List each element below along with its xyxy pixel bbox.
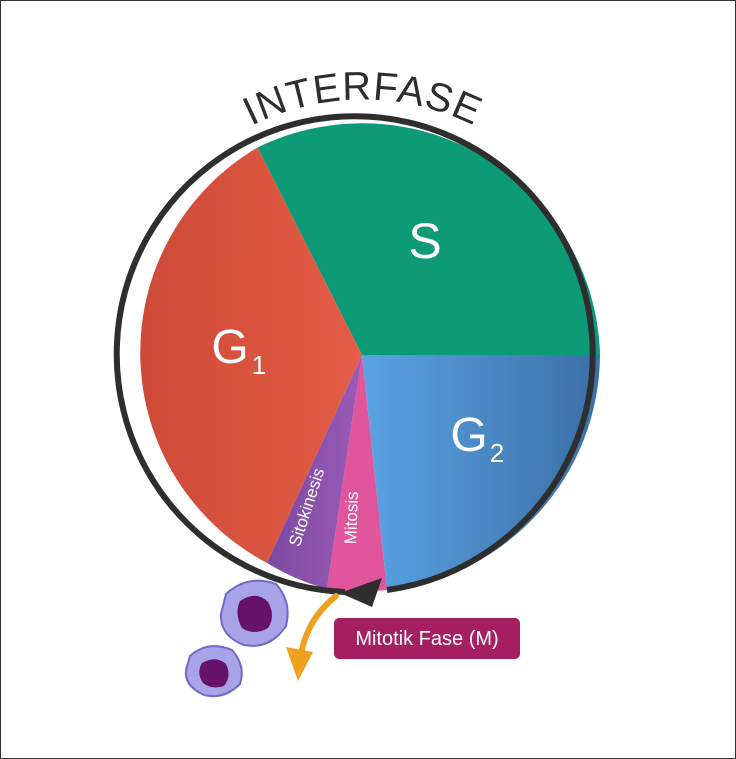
phase-g1-segment <box>140 147 362 563</box>
daughter-cell-icon <box>184 645 243 698</box>
mitotik-fase-callout: Mitotik Fase (M) <box>334 618 520 659</box>
phase-mitosis-label: Mitosis <box>341 491 362 545</box>
svg-text:G: G <box>211 321 248 374</box>
phase-g1-label: G 1 <box>211 321 266 380</box>
phase-g2-label: G 2 <box>450 409 504 468</box>
svg-text:G: G <box>450 409 487 462</box>
cycle-outline-arc <box>113 113 596 595</box>
division-arrow-icon <box>286 593 339 681</box>
svg-text:1: 1 <box>252 350 266 380</box>
phase-mitosis-segment <box>327 355 387 592</box>
svg-text:2: 2 <box>490 438 504 468</box>
daughter-cell-icon <box>219 579 289 647</box>
phase-s-label: S <box>408 213 441 269</box>
phase-g2-segment <box>362 355 600 590</box>
phase-sitokinesis-segment <box>267 355 362 589</box>
mitotik-fase-label: Mitotik Fase (M) <box>355 628 498 650</box>
cycle-arrow-icon <box>340 578 382 607</box>
